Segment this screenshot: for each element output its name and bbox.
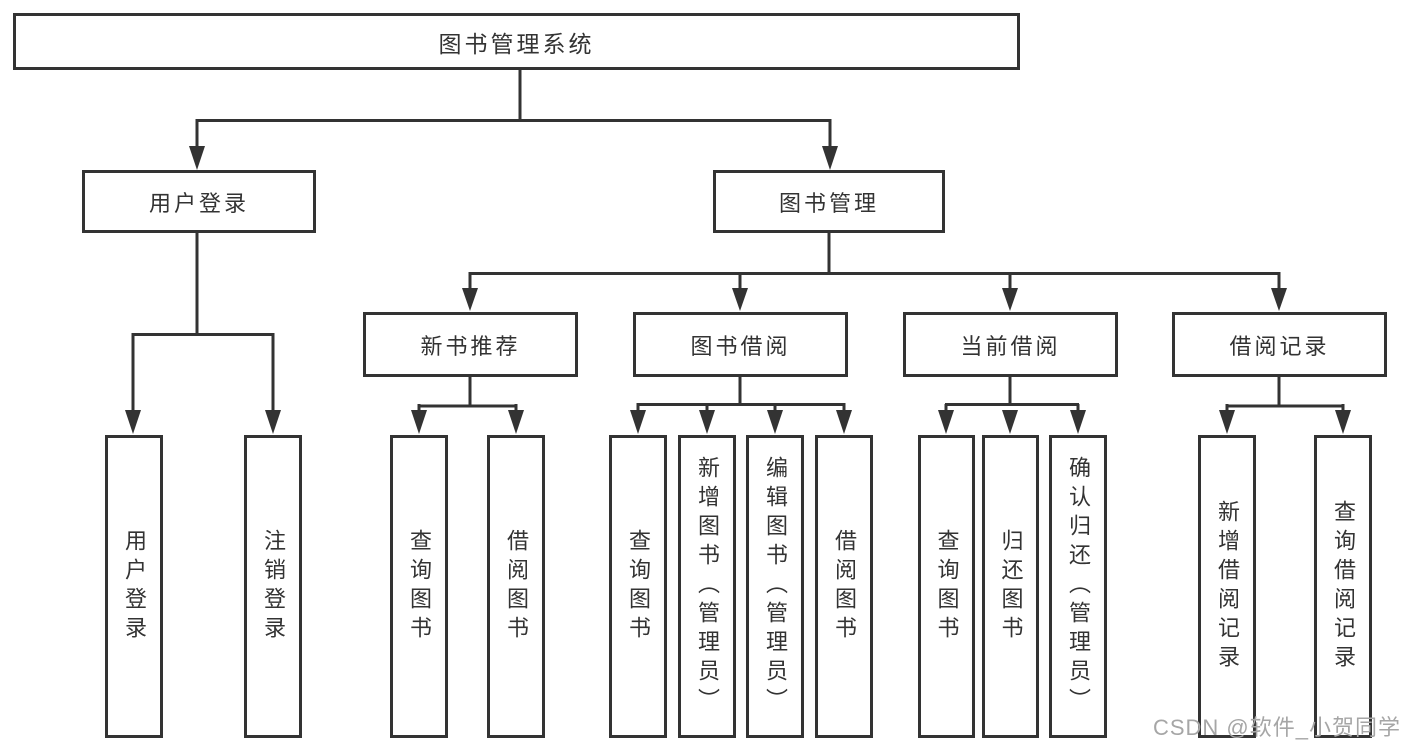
leaf-cb-return-books-label: 归还图书 <box>998 528 1024 645</box>
leaf-bb-add-books-admin-label: 新增图书（管理员） <box>695 456 720 717</box>
leaf-bb-query-books: 查询图书 <box>609 435 667 738</box>
leaf-bb-add-books-admin: 新增图书（管理员） <box>678 435 736 738</box>
node-borrowing-records-label: 借阅记录 <box>1229 333 1330 359</box>
leaf-nb-query-books-label: 查询图书 <box>407 528 432 645</box>
node-current-borrowing-label: 当前借阅 <box>960 333 1061 359</box>
leaf-bb-borrow-books-label: 借阅图书 <box>832 528 857 645</box>
csdn-watermark: CSDN @软件_小贺同学 <box>1152 715 1401 740</box>
leaf-nb-borrow-books-label: 借阅图书 <box>504 528 529 645</box>
leaf-logout: 注销登录 <box>244 435 302 738</box>
node-user-login-label: 用户登录 <box>148 190 249 216</box>
leaf-cb-confirm-return-admin-label: 确认归还（管理员） <box>1066 456 1091 717</box>
leaf-bb-borrow-books: 借阅图书 <box>815 435 873 738</box>
leaf-bb-edit-books-admin-label: 编辑图书（管理员） <box>763 456 788 717</box>
leaf-br-add-borrow-record: 新增借阅记录 <box>1198 435 1256 738</box>
leaf-br-query-borrow-record: 查询借阅记录 <box>1314 435 1372 738</box>
leaf-br-query-borrow-record-label: 查询借阅记录 <box>1331 499 1356 674</box>
leaf-cb-return-books: 归还图书 <box>982 435 1039 738</box>
leaf-user-login-label: 用户登录 <box>122 528 147 645</box>
node-user-login: 用户登录 <box>82 170 316 233</box>
leaf-nb-borrow-books: 借阅图书 <box>487 435 545 738</box>
node-borrowing-records: 借阅记录 <box>1172 312 1387 377</box>
leaf-bb-query-books-label: 查询图书 <box>626 528 651 645</box>
leaf-nb-query-books: 查询图书 <box>390 435 448 738</box>
node-library-management-system: 图书管理系统 <box>13 13 1020 70</box>
node-book-borrowing-label: 图书借阅 <box>690 333 791 359</box>
node-book-management-label: 图书管理 <box>778 190 879 216</box>
node-new-book-recommendation: 新书推荐 <box>363 312 578 377</box>
leaf-cb-query-books: 查询图书 <box>918 435 975 738</box>
node-new-book-recommendation-label: 新书推荐 <box>420 333 521 359</box>
leaf-cb-query-books-label: 查询图书 <box>934 528 960 645</box>
node-book-borrowing: 图书借阅 <box>633 312 848 377</box>
leaf-cb-confirm-return-admin: 确认归还（管理员） <box>1049 435 1107 738</box>
leaf-logout-label: 注销登录 <box>261 528 286 645</box>
node-current-borrowing: 当前借阅 <box>903 312 1118 377</box>
node-book-management: 图书管理 <box>713 170 945 233</box>
node-library-management-system-label: 图书管理系统 <box>438 30 595 57</box>
leaf-bb-edit-books-admin: 编辑图书（管理员） <box>746 435 804 738</box>
leaf-user-login: 用户登录 <box>105 435 163 738</box>
leaf-br-add-borrow-record-label: 新增借阅记录 <box>1215 499 1240 674</box>
